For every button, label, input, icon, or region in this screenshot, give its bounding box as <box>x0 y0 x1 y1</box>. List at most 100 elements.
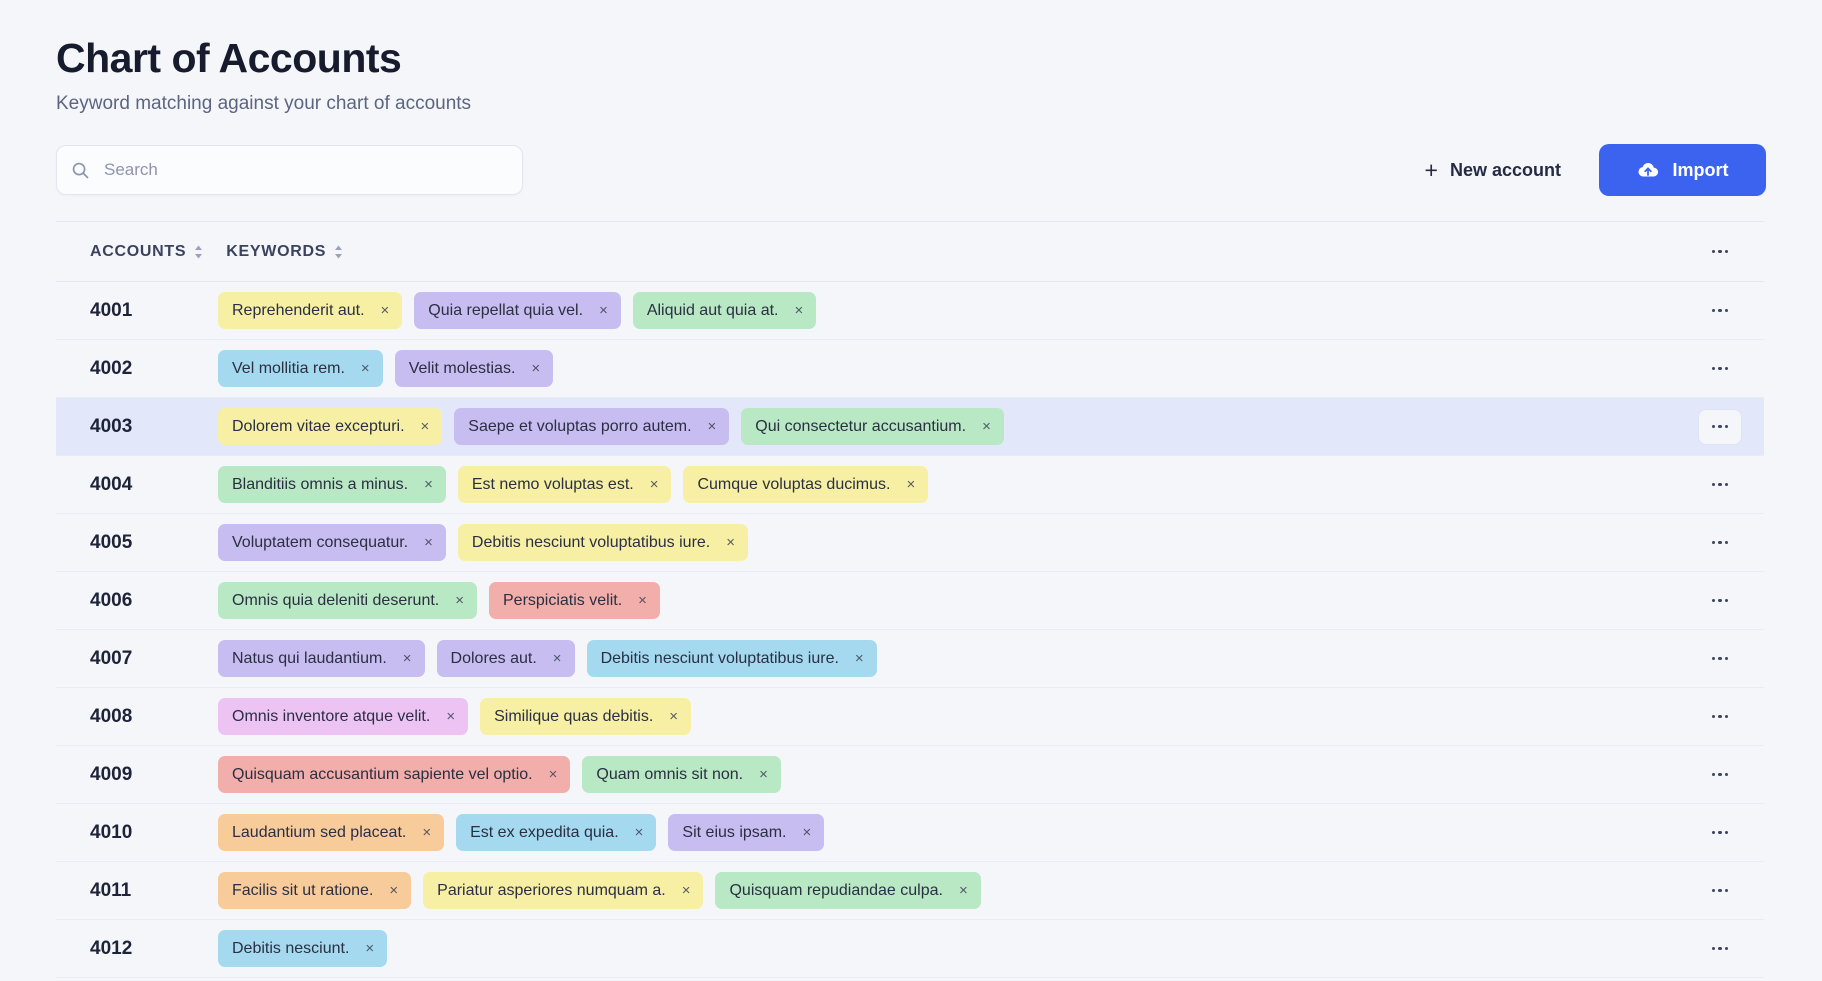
remove-keyword-icon[interactable]: × <box>854 650 864 668</box>
keyword-tag[interactable]: Similique quas debitis.× <box>480 698 692 736</box>
search-icon <box>71 161 90 180</box>
remove-keyword-icon[interactable]: × <box>638 592 647 610</box>
ellipsis-icon <box>1711 888 1729 893</box>
remove-keyword-icon[interactable]: × <box>669 708 679 726</box>
row-options-button[interactable] <box>1698 641 1742 677</box>
remove-keyword-icon[interactable]: × <box>365 940 375 958</box>
keyword-tag-list: Omnis inventore atque velit.× Similique q… <box>218 698 692 736</box>
keyword-tag[interactable]: Quam omnis sit non.× <box>582 756 781 794</box>
row-options-button[interactable] <box>1698 408 1742 445</box>
sort-icon[interactable] <box>193 244 204 260</box>
remove-keyword-icon[interactable]: × <box>802 824 812 842</box>
remove-keyword-icon[interactable]: × <box>958 882 968 900</box>
column-header-keywords[interactable]: KEYWORDS <box>226 243 344 261</box>
keyword-tag[interactable]: Cumque voluptas ducimus.× <box>683 466 929 504</box>
remove-keyword-icon[interactable]: × <box>424 534 433 552</box>
keyword-tag-label: Est ex expedita quia. <box>470 823 619 841</box>
remove-keyword-icon[interactable]: × <box>707 418 717 436</box>
keyword-tag[interactable]: Aliquid aut quia at.× <box>632 292 817 330</box>
remove-keyword-icon[interactable]: × <box>424 476 433 494</box>
remove-keyword-icon[interactable]: × <box>794 302 804 320</box>
remove-keyword-icon[interactable]: × <box>380 302 390 320</box>
column-header-accounts[interactable]: ACCOUNTS <box>90 243 204 261</box>
remove-keyword-icon[interactable]: × <box>982 418 991 436</box>
row-options-button[interactable] <box>1698 293 1742 329</box>
row-options-button[interactable] <box>1698 757 1742 793</box>
search-field[interactable] <box>56 145 523 196</box>
keyword-tag[interactable]: Dolorem vitae excepturi.× <box>218 408 443 446</box>
remove-keyword-icon[interactable]: × <box>420 418 430 436</box>
keyword-tag[interactable]: Facilis sit ut ratione.× <box>218 872 412 910</box>
row-options-button[interactable] <box>1698 351 1742 387</box>
remove-keyword-icon[interactable]: × <box>726 534 736 552</box>
remove-keyword-icon[interactable]: × <box>759 766 768 784</box>
keyword-tag[interactable]: Saepe et voluptas porro autem.× <box>454 408 730 446</box>
keyword-tag[interactable]: Omnis inventore atque velit.× <box>218 698 469 736</box>
row-options-button[interactable] <box>1698 931 1742 967</box>
keyword-tag[interactable]: Reprehenderit aut. × <box>218 292 403 330</box>
keyword-tag[interactable]: Voluptatem consequatur.× <box>218 524 446 562</box>
row-options-button[interactable] <box>1698 467 1742 503</box>
keyword-tag[interactable]: Est nemo voluptas est.× <box>457 466 672 504</box>
sort-icon[interactable] <box>333 244 344 260</box>
plus-icon: + <box>1424 156 1438 183</box>
keyword-tag[interactable]: Perspiciatis velit.× <box>489 582 660 620</box>
row-options-button[interactable] <box>1698 873 1742 909</box>
remove-keyword-icon[interactable]: × <box>402 650 412 668</box>
keyword-tag[interactable]: Est ex expedita quia. × <box>456 814 657 852</box>
keyword-tag[interactable]: Quisquam accusantium sapiente vel optio.… <box>218 756 571 794</box>
keyword-tag[interactable]: Qui consectetur accusantium.× <box>741 408 1004 446</box>
account-number: 4002 <box>90 357 133 379</box>
import-button[interactable]: Import <box>1599 144 1766 197</box>
remove-keyword-icon[interactable]: × <box>649 476 659 494</box>
keyword-tag[interactable]: Quia repellat quia vel.× <box>414 292 621 330</box>
remove-keyword-icon[interactable]: × <box>906 476 916 494</box>
table-options-button[interactable] <box>1698 234 1742 270</box>
remove-keyword-icon[interactable]: × <box>360 360 370 378</box>
remove-keyword-icon[interactable]: × <box>599 302 608 320</box>
remove-keyword-icon[interactable]: × <box>681 882 691 900</box>
table-row[interactable]: 4002 Vel mollitia rem.× Velit molestias.× <box>56 340 1764 397</box>
keyword-tag[interactable]: Velit molestias.× <box>394 350 554 388</box>
keyword-tag[interactable]: Laudantium sed placeat.× <box>218 814 445 852</box>
keyword-tag[interactable]: Dolores aut.× <box>436 640 575 678</box>
remove-keyword-icon[interactable]: × <box>422 824 432 842</box>
keyword-tag-list: Reprehenderit aut.×Quia repellat quia ve… <box>218 292 817 330</box>
keyword-tag[interactable]: Natus qui laudantium.× <box>218 640 425 678</box>
row-options-button[interactable] <box>1698 815 1742 851</box>
row-options-button[interactable] <box>1698 525 1742 561</box>
remove-keyword-icon[interactable]: × <box>552 650 562 668</box>
keyword-tag[interactable]: Quisquam repudiandae culpa.× <box>715 872 981 910</box>
search-input[interactable] <box>104 160 508 181</box>
keyword-tag-label: Reprehenderit aut. <box>232 301 365 319</box>
keyword-tag[interactable]: Sit eius ipsam.× <box>668 814 825 852</box>
remove-keyword-icon[interactable]: × <box>531 360 541 378</box>
keyword-tag[interactable]: Debitis nesciunt voluptatibus iure.× <box>457 524 749 562</box>
row-options-button[interactable] <box>1698 699 1742 735</box>
remove-keyword-icon[interactable]: × <box>548 766 558 784</box>
remove-keyword-icon[interactable]: × <box>455 592 464 610</box>
row-options-button[interactable] <box>1698 583 1742 619</box>
new-account-button[interactable]: + New account <box>1423 151 1563 190</box>
keyword-tag[interactable]: Omnis quia deleniti deserunt.× <box>218 582 477 620</box>
cloud-upload-icon <box>1637 161 1659 179</box>
keyword-tag[interactable]: Pariatur asperiores numquam a.× <box>423 872 704 910</box>
remove-keyword-icon[interactable]: × <box>389 882 399 900</box>
keyword-tag[interactable]: Debitis nesciunt.× <box>218 930 388 968</box>
keyword-tag[interactable]: Vel mollitia rem.× <box>218 350 383 388</box>
remove-keyword-icon[interactable]: × <box>446 708 456 726</box>
keyword-tag[interactable]: Debitis nesciunt voluptatibus iure.× <box>586 640 877 678</box>
keyword-tag[interactable]: Blanditiis omnis a minus.× <box>218 466 446 504</box>
remove-keyword-icon[interactable]: × <box>634 824 644 842</box>
